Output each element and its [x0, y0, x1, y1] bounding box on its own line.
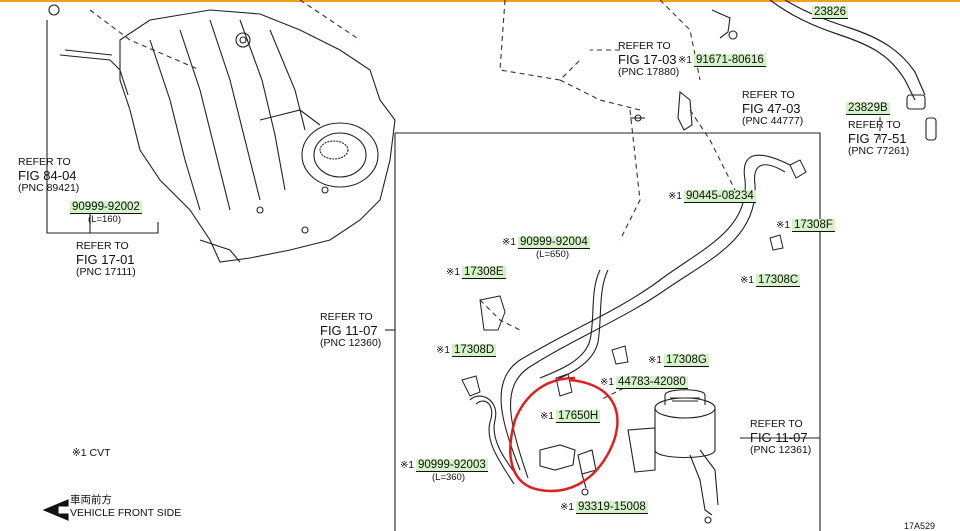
- refer-fig-11-07-a[interactable]: REFER TO FIG 11-07 (PNC 12360): [320, 311, 382, 349]
- bracket-left: [46, 20, 159, 234]
- vsv-valve: [539, 444, 597, 489]
- clip-23829b: [906, 94, 926, 110]
- part-90999-92002-length: (L=160): [88, 214, 122, 225]
- refer-fig-17-01[interactable]: REFER TO FIG 17-01 (PNC 17111): [76, 240, 136, 278]
- refer-fig-11-07-b[interactable]: REFER TO FIG 11-07 (PNC 12361): [750, 418, 812, 456]
- clips: [461, 159, 807, 397]
- refer-fig-77-51[interactable]: REFER TO FIG 77-51 (PNC 77261): [848, 119, 910, 157]
- part-23829b[interactable]: 23829B: [846, 102, 890, 115]
- refer-fig-17-03[interactable]: REFER TO FIG 17-03 (PNC 17880): [618, 40, 680, 78]
- front-side-en: VEHICLE FRONT SIDE: [70, 507, 182, 519]
- part-90999-92003-length: (L=360): [432, 472, 466, 483]
- hose-23826: [769, 0, 926, 101]
- part-90999-92002[interactable]: 90999-92002: [70, 201, 142, 214]
- canister: [627, 389, 719, 524]
- note-cvt: ※1 CVT: [72, 447, 111, 459]
- panel-box: [395, 132, 821, 531]
- sensor-small: [677, 90, 693, 131]
- dashed-leaders: [89, 0, 881, 401]
- refer-fig-84-04[interactable]: REFER TO FIG 84-04 (PNC 89421): [18, 156, 80, 194]
- part-90999-92004-length: (L=650): [536, 249, 570, 260]
- bracket-top: [711, 9, 731, 39]
- red-circle-marker: [509, 376, 619, 493]
- front-side-jp: 車両前方: [70, 494, 112, 506]
- figure-code: 17A529: [904, 521, 936, 531]
- intake-manifold: [48, 4, 396, 263]
- part-23826[interactable]: 23826: [812, 6, 848, 19]
- vehicle-front-arrow: [42, 499, 69, 521]
- refer-fig-47-03[interactable]: REFER TO FIG 47-03 (PNC 44777): [742, 89, 804, 127]
- vacuum-hoses: [469, 154, 791, 485]
